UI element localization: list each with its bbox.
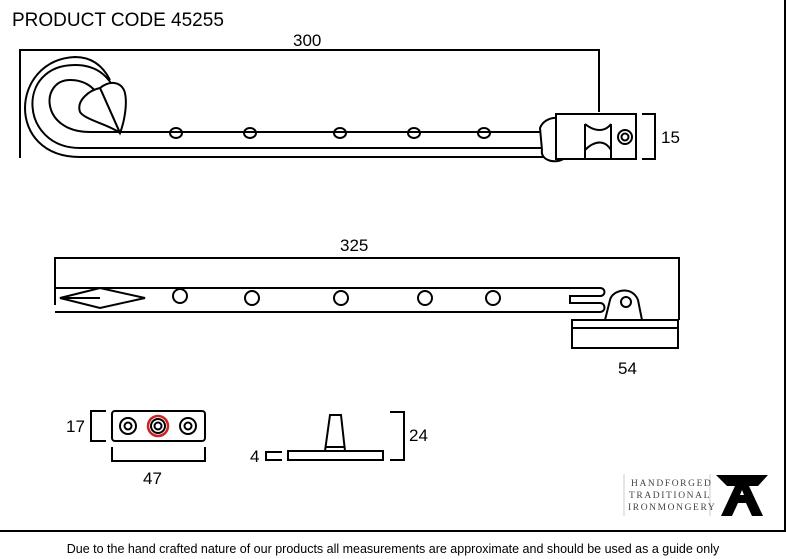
anvil-a-logo-icon	[716, 475, 768, 516]
dim-24: 24	[409, 426, 428, 445]
dim-4: 4	[250, 447, 259, 466]
keep-plate: 17 47	[66, 410, 206, 488]
product-title: PRODUCT CODE 45255	[12, 10, 224, 31]
page-frame	[0, 0, 786, 532]
disclaimer: Due to the hand crafted nature of our pr…	[67, 542, 720, 556]
stay-side-view: 300 15	[19, 31, 680, 163]
dimension-line-300	[19, 49, 600, 158]
dim-325: 325	[340, 236, 368, 255]
highlighted-hole	[146, 414, 170, 438]
dimension-line-325	[54, 257, 680, 320]
dim-54: 54	[618, 359, 637, 378]
stay-holes	[169, 127, 491, 139]
dim-15: 15	[661, 128, 680, 147]
stay-top-view: 325 54	[54, 236, 680, 378]
dim-300: 300	[293, 31, 321, 50]
logo-line2: TRADITIONAL	[629, 491, 711, 501]
dim-47: 47	[143, 469, 162, 488]
brand-logo: HANDFORGED TRADITIONAL IRONMONGERY	[623, 474, 768, 516]
locking-pin: 4 24	[250, 411, 428, 466]
logo-line1: HANDFORGED	[631, 479, 712, 489]
dimension-line-54	[571, 328, 679, 349]
dim-17: 17	[66, 417, 85, 436]
logo-line3: IRONMONGERY	[628, 503, 716, 513]
dimension-line-15	[642, 113, 656, 160]
stay-holes-top	[172, 288, 501, 306]
